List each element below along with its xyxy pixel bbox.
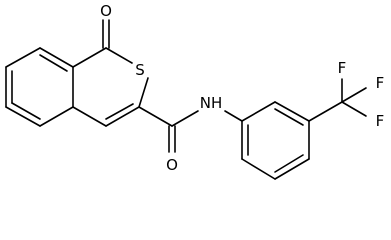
bond (241, 101, 276, 122)
bond (72, 47, 107, 68)
bond (5, 47, 41, 68)
bond (274, 108, 304, 126)
bond (308, 101, 343, 122)
atom-label-nitrogen: NH (200, 94, 223, 112)
atom-label-oxygen: O (100, 2, 112, 20)
bond (341, 101, 367, 117)
bond (105, 103, 134, 120)
bond (341, 87, 367, 103)
bond (105, 47, 133, 64)
bond (241, 158, 276, 180)
atom-label-oxygen: O (166, 156, 178, 174)
bond (274, 158, 310, 180)
atom-label-fluorine: F (376, 74, 385, 92)
bond (138, 77, 149, 108)
bond (39, 54, 68, 72)
bond (138, 106, 173, 127)
bond (39, 47, 74, 68)
bond (39, 106, 74, 127)
bond (171, 110, 199, 127)
bond (11, 102, 41, 120)
atom-label-fluorine: F (376, 112, 385, 130)
bond (5, 106, 41, 127)
bonds (5, 19, 367, 180)
bond (72, 106, 107, 127)
bond (224, 110, 243, 122)
bond (274, 101, 310, 122)
atom-label-sulfur: S (135, 61, 145, 79)
bond (105, 106, 140, 127)
bond (274, 154, 304, 173)
molecule-structure: O S NH O F F F (5, 2, 384, 180)
atom-label-fluorine: F (338, 59, 347, 77)
atom-labels: O S NH O F F F (100, 2, 384, 174)
